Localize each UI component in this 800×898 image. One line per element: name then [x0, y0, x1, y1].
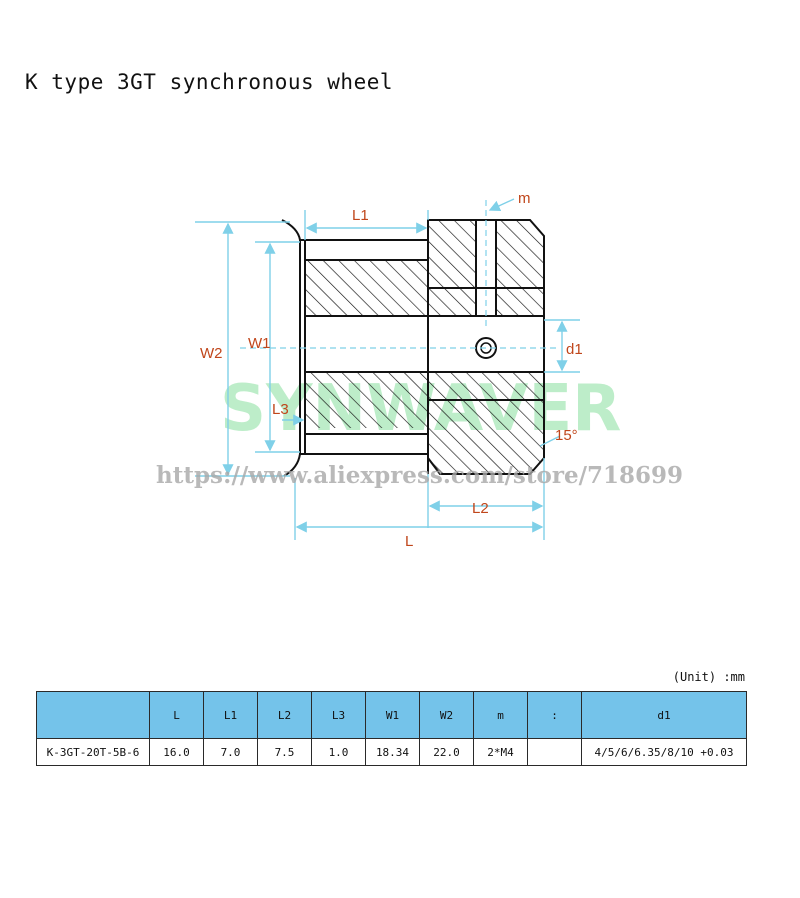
header-d1: d1	[581, 691, 747, 739]
label-L: L	[405, 533, 413, 550]
cell-d1: 4/5/6/6.35/8/10 +0.03	[581, 738, 747, 766]
label-d1: d1	[566, 341, 583, 358]
unit-note: (Unit) :mm	[672, 670, 745, 684]
set-screw-bore	[476, 220, 496, 316]
specification-table: L L1 L2 L3 W1 W2 m : d1 K-3GT-20T-5B-6 1…	[36, 691, 747, 766]
header-L2: L2	[257, 691, 312, 739]
cell-model: K-3GT-20T-5B-6	[36, 738, 150, 766]
header-m: m	[473, 691, 528, 739]
table-header-row: L L1 L2 L3 W1 W2 m : d1	[36, 691, 747, 739]
cell-L3: 1.0	[311, 738, 366, 766]
cell-L1: 7.0	[203, 738, 258, 766]
cell-m: 2*M4	[473, 738, 528, 766]
header-W2: W2	[419, 691, 474, 739]
header-W1: W1	[365, 691, 420, 739]
cell-blank	[527, 738, 582, 766]
header-model	[36, 691, 150, 739]
cell-W2: 22.0	[419, 738, 474, 766]
hub-section-top	[305, 220, 544, 316]
dimension-lines	[195, 198, 580, 540]
cell-L: 16.0	[149, 738, 204, 766]
header-L3: L3	[311, 691, 366, 739]
label-L1: L1	[352, 207, 369, 224]
label-m: m	[518, 190, 531, 207]
label-L2: L2	[472, 500, 489, 517]
header-blank: :	[527, 691, 582, 739]
center-lines	[240, 200, 560, 349]
header-L1: L1	[203, 691, 258, 739]
pulley-technical-drawing: SYNWAVER	[156, 190, 683, 550]
label-L3: L3	[272, 401, 289, 418]
table-row: K-3GT-20T-5B-6 16.0 7.0 7.5 1.0 18.34 22…	[36, 738, 747, 766]
page-title: K type 3GT synchronous wheel	[25, 70, 394, 94]
cell-L2: 7.5	[257, 738, 312, 766]
label-W1: W1	[248, 335, 271, 352]
header-L: L	[149, 691, 204, 739]
hub-section-bottom	[305, 372, 544, 474]
watermark-url: https://www.aliexpress.com/store/718699	[156, 462, 683, 489]
cell-W1: 18.34	[365, 738, 420, 766]
label-angle: 15°	[555, 427, 578, 444]
label-W2: W2	[200, 345, 223, 362]
